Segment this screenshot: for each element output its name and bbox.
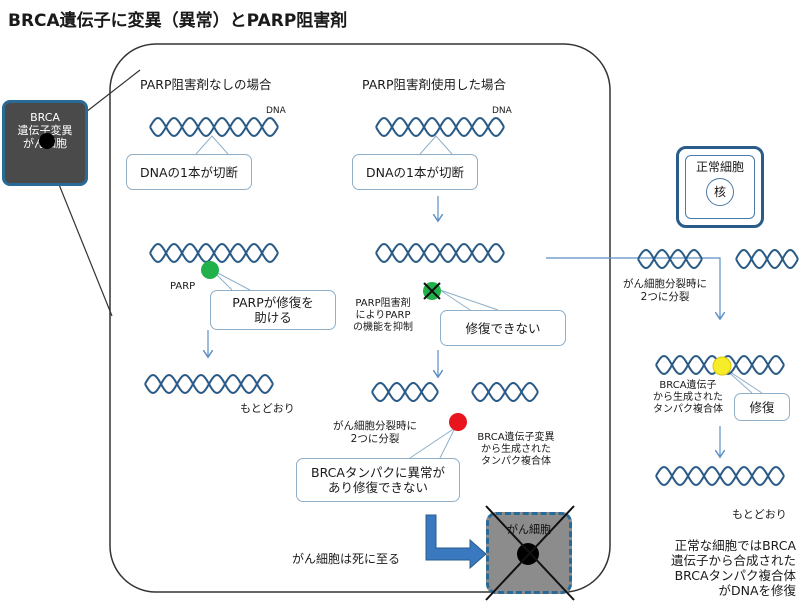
brca-dot-red [449,413,467,431]
brca-cancer-cell: BRCA 遺伝子変異 がん細胞 [2,100,88,186]
normal-cell-inner: 正常細胞 核 [685,155,755,219]
inhibitor-text2: によりPARP [355,310,411,321]
dna-left-top [149,116,279,138]
mid-break-text: DNAの1本が切断 [366,164,464,180]
dna-mid-split-a [371,381,439,403]
arrow-to-death [425,514,487,570]
left-dna-label: DNA [266,106,286,116]
nucleus: 核 [706,178,734,206]
nucleus-label: 核 [713,185,726,199]
brca-cell-nucleus [39,133,55,149]
summary-text1: 正常な細胞ではBRCA [674,538,796,553]
left-break-callout: DNAの1本が切断 [126,154,252,190]
death-label: がん細胞は死に至る [292,552,401,566]
zoom-line-top [85,69,141,113]
left-repair-text2: 助ける [254,310,292,325]
dna-right-split-b [735,248,799,270]
mid-abnormal-callout: BRCAタンパクに異常が あり修復できない [296,458,460,502]
right-complex-text1: BRCA遺伝子 [659,380,717,391]
mid-division-text1: がん細胞分裂時に [333,420,417,432]
mid-complex-label: BRCA遺伝子変異 から生成された タンパク複合体 [470,432,562,468]
left-break-text: DNAの1本が切断 [140,164,238,180]
inhibitor-text3: の機能を抑制 [353,322,413,333]
normal-cell-title: 正常細胞 [695,160,744,174]
mid-abnormal-text2: あり修復できない [327,480,428,495]
mid-heading: PARP阻害剤使用した場合 [362,77,507,92]
right-complex-label: BRCA遺伝子 から生成された タンパク複合体 [648,380,728,416]
mid-complex-text1: BRCA遺伝子変異 [477,432,555,443]
right-repair-text: 修復 [749,399,775,415]
parp-label: PARP [170,281,196,292]
dna-mid-top [375,116,505,138]
right-summary: 正常な細胞ではBRCA 遺伝子から合成された BRCAタンパク複合体 がDNAを… [640,538,796,598]
right-division-label: がん細胞分裂時に 2つに分裂 [618,278,712,304]
right-restored-label: もとどおり [732,508,787,521]
mid-abnormal-text1: BRCAタンパクに異常が [311,465,445,480]
right-complex-text3: タンパク複合体 [653,404,723,415]
dna-left-restored [144,373,274,395]
pointer-left-break [195,135,229,155]
zoom-line-bottom [57,181,113,317]
brca-dot-yellow [712,356,732,376]
brca-cell-line2: 遺伝子変異 [17,124,73,137]
dead-cell-cross [485,505,575,601]
summary-text4: がDNAを修復 [718,583,796,598]
right-repair-callout: 修復 [734,393,790,421]
dna-mid-split-b [471,381,539,403]
left-repair-callout: PARPが修復を 助ける [210,290,336,330]
right-division-text1: がん細胞分裂時に [623,278,707,290]
inhibitor-text1: PARP阻害剤 [355,298,411,309]
mid-division-label: がん細胞分裂時に 2つに分裂 [330,420,420,446]
left-heading: PARP阻害剤なしの場合 [140,77,272,92]
mid-cannot-text: 修復できない [465,320,541,336]
dna-mid-second [375,242,505,264]
mid-cannot-callout: 修復できない [440,310,566,346]
dna-right-restored [655,465,785,487]
inhibitor-label: PARP阻害剤 によりPARP の機能を抑制 [346,298,420,334]
dna-left-mid [149,242,279,264]
summary-text3: BRCAタンパク複合体 [674,568,796,583]
parp-dot-left [201,261,219,279]
normal-cell: 正常細胞 核 [676,146,764,228]
mid-dna-label: DNA [492,106,512,116]
inhibitor-x-2 [423,282,441,300]
mid-complex-text3: タンパク複合体 [481,456,551,467]
pointer-cannot [439,289,499,311]
right-complex-text2: から生成された [653,392,723,403]
left-repair-text1: PARPが修復を [232,295,314,310]
arrow-to-right [546,257,720,318]
summary-text2: 遺伝子から合成された [670,553,796,568]
left-restored-label: もとどおり [240,402,295,415]
page-title: BRCA遺伝子に変異（異常）とPARP阻害剤 [8,11,348,31]
brca-cell-line1: BRCA [30,111,60,124]
mid-complex-text2: から生成された [481,444,551,455]
right-division-text2: 2つに分裂 [640,291,690,303]
dna-right-split-a [637,248,703,270]
mid-division-text2: 2つに分裂 [350,433,400,445]
main-panel [109,43,611,593]
pointer-mid-break [419,135,453,155]
dead-cell-label: がん細胞 [507,523,551,536]
mid-break-callout: DNAの1本が切断 [352,154,478,190]
